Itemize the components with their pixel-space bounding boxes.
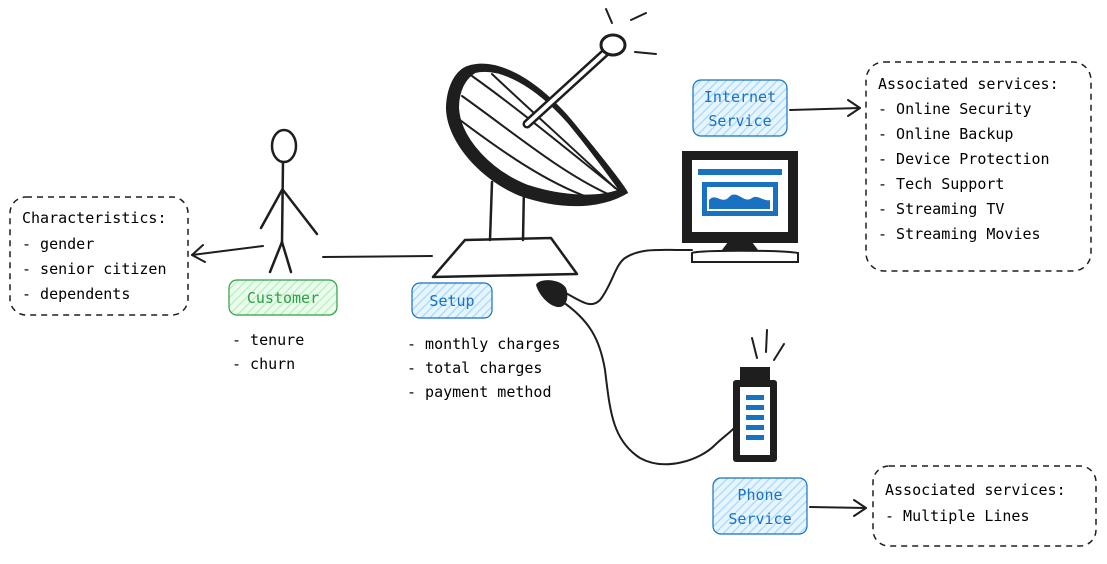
setup-attr: - monthly charges <box>407 335 561 353</box>
internet-service-item: - Streaming TV <box>878 200 1004 218</box>
internet-services-group: Associated services: - Online Security -… <box>865 61 1092 272</box>
internet-service-item: - Online Backup <box>878 125 1013 143</box>
setup-attr: - total charges <box>407 359 542 377</box>
internet-service-label-line1: Internet <box>704 88 776 106</box>
arrow-internet-to-services <box>789 99 861 117</box>
customer-attr: - tenure <box>232 331 304 349</box>
phone-service-item: - Multiple Lines <box>885 507 1030 525</box>
mobile-phone-icon <box>733 329 785 462</box>
phone-service-label-line1: Phone <box>737 486 782 504</box>
internet-service-item: - Tech Support <box>878 175 1004 193</box>
connector-customer-setup <box>322 255 433 258</box>
phone-service-node: Phone Service <box>712 477 808 535</box>
phone-services-group: Associated services: - Multiple Lines <box>872 465 1097 547</box>
customer-node: Customer - tenure - churn <box>228 279 338 373</box>
setup-label: Setup <box>429 292 474 310</box>
satellite-dish-icon <box>431 8 657 279</box>
characteristics-item: - dependents <box>22 285 130 303</box>
setup-node: Setup - monthly charges - total charges … <box>407 282 561 401</box>
internet-service-item: - Device Protection <box>878 150 1050 168</box>
internet-service-node: Internet Service <box>692 79 788 137</box>
phone-services-title: Associated services: <box>885 481 1066 499</box>
characteristics-item: - senior citizen <box>22 260 167 278</box>
customer-attr: - churn <box>232 355 295 373</box>
internet-service-label-line2: Service <box>708 112 771 130</box>
phone-service-label-line2: Service <box>728 510 791 528</box>
setup-attr: - payment method <box>407 383 552 401</box>
characteristics-title: Characteristics: <box>22 209 167 227</box>
computer-monitor-icon <box>682 151 799 263</box>
stick-figure-icon <box>259 128 319 274</box>
internet-service-item: - Online Security <box>878 100 1032 118</box>
arrow-phone-to-services <box>809 499 867 517</box>
customer-label: Customer <box>247 289 319 307</box>
internet-services-title: Associated services: <box>878 75 1059 93</box>
characteristics-group: Characteristics: - gender - senior citiz… <box>9 196 189 316</box>
arrow-customer-to-characteristics <box>191 244 264 263</box>
characteristics-box <box>9 196 189 316</box>
phone-services-box <box>872 465 1097 547</box>
cable-to-phone <box>559 299 741 466</box>
internet-service-item: - Streaming Movies <box>878 225 1041 243</box>
cable-to-internet <box>559 248 693 306</box>
characteristics-item: - gender <box>22 235 94 253</box>
